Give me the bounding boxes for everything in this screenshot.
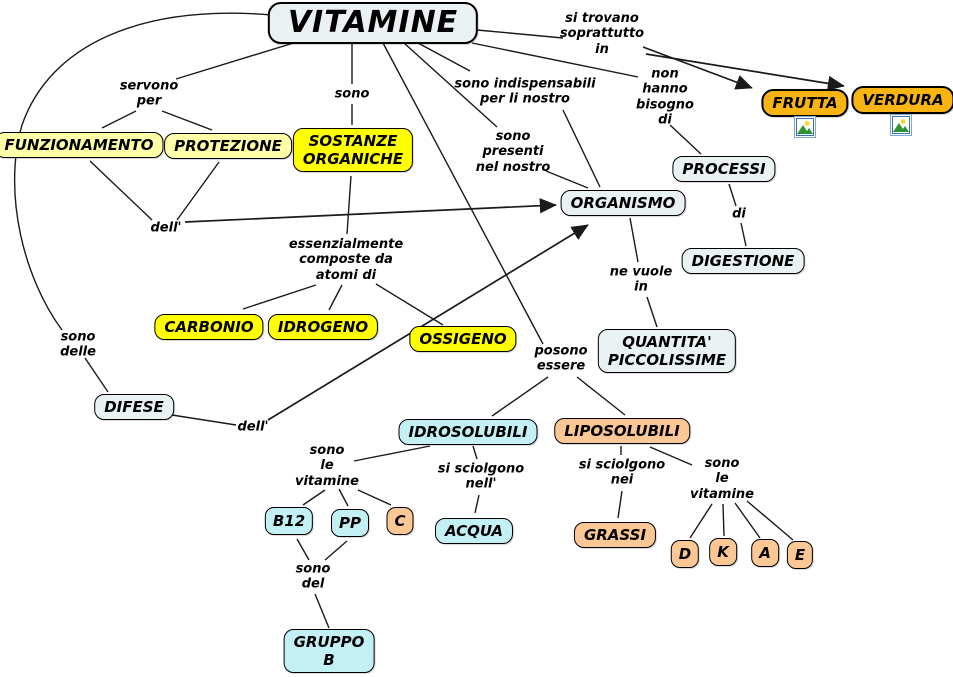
node-ossigeno[interactable]: OSSIGENO [409,326,517,352]
node-acqua[interactable]: ACQUA [434,518,514,544]
phrase-sono-del: sono del [295,561,331,592]
connectors [13,12,845,629]
node-digestione[interactable]: DIGESTIONE [681,248,805,274]
phrase-dell-2: dell' [237,419,269,435]
phrase-si-sciolgono-nell: si sciolgono nell' [437,461,525,492]
node-e[interactable]: E [786,541,814,569]
node-verdura[interactable]: VERDURA [851,86,953,114]
node-organismo[interactable]: ORGANISMO [560,190,686,216]
phrase-servono-per: servono per [119,78,179,109]
node-frutta[interactable]: FRUTTA [761,89,849,117]
phrase-sono-delle: sono delle [60,329,96,360]
node-a[interactable]: A [751,539,779,567]
phrase-ne-vuole-in: ne vuole in [609,264,673,295]
node-vitamine[interactable]: VITAMINE [267,2,479,44]
phrase-non-hanno-bisogno: non hanno bisogno di [636,66,694,128]
node-sostanze-organiche[interactable]: SOSTANZE ORGANICHE [292,128,414,172]
node-pp[interactable]: PP [331,509,369,537]
node-liposolubili[interactable]: LIPOSOLUBILI [554,418,690,444]
node-difese[interactable]: DIFESE [94,394,174,420]
node-idrogeno[interactable]: IDROGENO [267,314,379,340]
phrase-sono-indispensabili: sono indispensabili per li nostro [454,76,596,107]
node-c[interactable]: C [386,507,414,535]
node-k[interactable]: K [709,538,737,566]
frutta-image-icon[interactable] [794,116,816,138]
node-processi[interactable]: PROCESSI [672,156,776,182]
verdura-image-icon[interactable] [890,114,912,136]
node-b12[interactable]: B12 [264,507,314,535]
node-quantita-piccolissime[interactable]: QUANTITA' PICCOLISSIME [597,329,737,373]
phrase-si-sciolgono-nei: si sciolgono nei [578,457,666,488]
phrase-dell-1: dell' [150,220,182,236]
node-d[interactable]: D [670,540,700,568]
node-grassi[interactable]: GRASSI [573,522,657,548]
phrase-essenzialmente: essenzialmente composte da atomi di [288,237,404,283]
phrase-sono-le-vitamine-2: sono le vitamine [690,456,754,502]
node-protezione[interactable]: PROTEZIONE [164,133,292,159]
phrase-sono-presenti: sono presenti nel nostro [475,129,551,175]
phrase-sono-le-vitamine-1: sono le vitamine [295,443,359,489]
node-funzionamento[interactable]: FUNZIONAMENTO [0,132,164,158]
phrase-di: di [732,206,746,222]
phrase-posono-essere: posono essere [534,343,588,374]
phrase-sono-1: sono [334,86,370,102]
node-gruppo-b[interactable]: GRUPPO B [283,629,375,673]
phrase-si-trovano: si trovano soprattutto in [559,11,645,57]
node-carbonio[interactable]: CARBONIO [154,314,264,340]
node-idrosolubili[interactable]: IDROSOLUBILI [398,419,538,445]
